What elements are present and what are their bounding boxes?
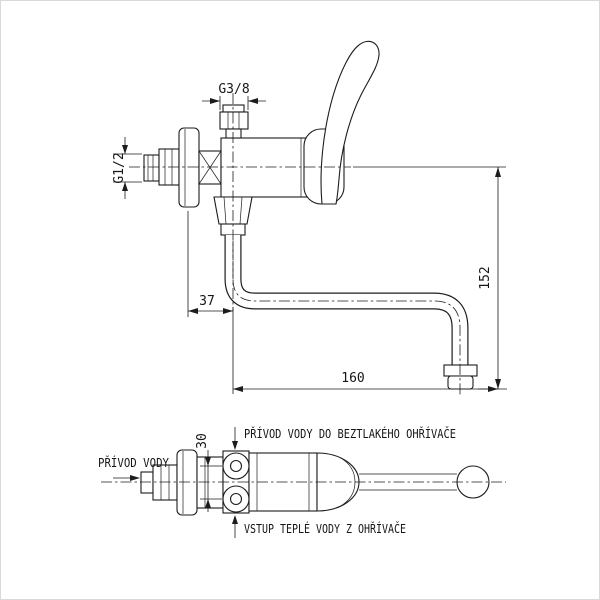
inlet-top-label: PŘÍVOD VODY DO BEZTLAKÉHO OHŘÍVAČE bbox=[244, 426, 456, 441]
wall-flange bbox=[178, 127, 200, 208]
dim-g12-label: G1/2 bbox=[112, 152, 127, 183]
top-view: 30 PŘÍVOD VODY DO BEZTLAKÉHO OHŘÍVAČE PŘ… bbox=[98, 426, 506, 538]
top-fitting-nut bbox=[219, 111, 249, 130]
aerator-flange bbox=[443, 364, 478, 377]
tv-valve-block bbox=[196, 456, 224, 509]
dim-30-label: 30 bbox=[195, 433, 210, 449]
dim-152-label: 152 bbox=[478, 266, 493, 289]
dimension-152: 152 bbox=[353, 166, 507, 390]
inlet-left-label: PŘÍVOD VODY bbox=[98, 455, 170, 470]
dimension-g38: G3/8 bbox=[202, 82, 266, 110]
outlet-bottom-label: VSTUP TEPLÉ VODY Z OHŘÍVAČE bbox=[244, 521, 406, 536]
tv-wall-stem bbox=[140, 471, 154, 494]
dim-g38-label: G3/8 bbox=[218, 82, 249, 97]
top-fitting-pipe bbox=[225, 128, 242, 139]
faucet-body bbox=[220, 137, 309, 198]
tv-hex-nut bbox=[152, 464, 178, 501]
spout-centerline bbox=[232, 241, 461, 397]
dim-37-label: 37 bbox=[199, 294, 215, 309]
dimension-30: 30 bbox=[195, 433, 222, 512]
aerator-cup bbox=[447, 375, 474, 390]
label-inlet-left: PŘÍVOD VODY bbox=[98, 455, 170, 481]
dimension-160: 160 bbox=[233, 371, 498, 392]
top-fitting-collar bbox=[222, 104, 245, 113]
label-inlet-top: PŘÍVOD VODY DO BEZTLAKÉHO OHŘÍVAČE bbox=[232, 426, 456, 450]
tv-wall-flange bbox=[176, 449, 198, 516]
dimension-g12: G1/2 bbox=[112, 137, 142, 199]
wall-stem bbox=[143, 154, 160, 182]
side-view: G3/8 G1/2 37 152 bbox=[112, 40, 507, 397]
lever-handle bbox=[320, 40, 380, 205]
label-outlet-bottom: VSTUP TEPLÉ VODY Z OHŘÍVAČE bbox=[232, 515, 406, 538]
dimension-37: 37 bbox=[187, 211, 234, 394]
dim-160-label: 160 bbox=[341, 371, 364, 386]
